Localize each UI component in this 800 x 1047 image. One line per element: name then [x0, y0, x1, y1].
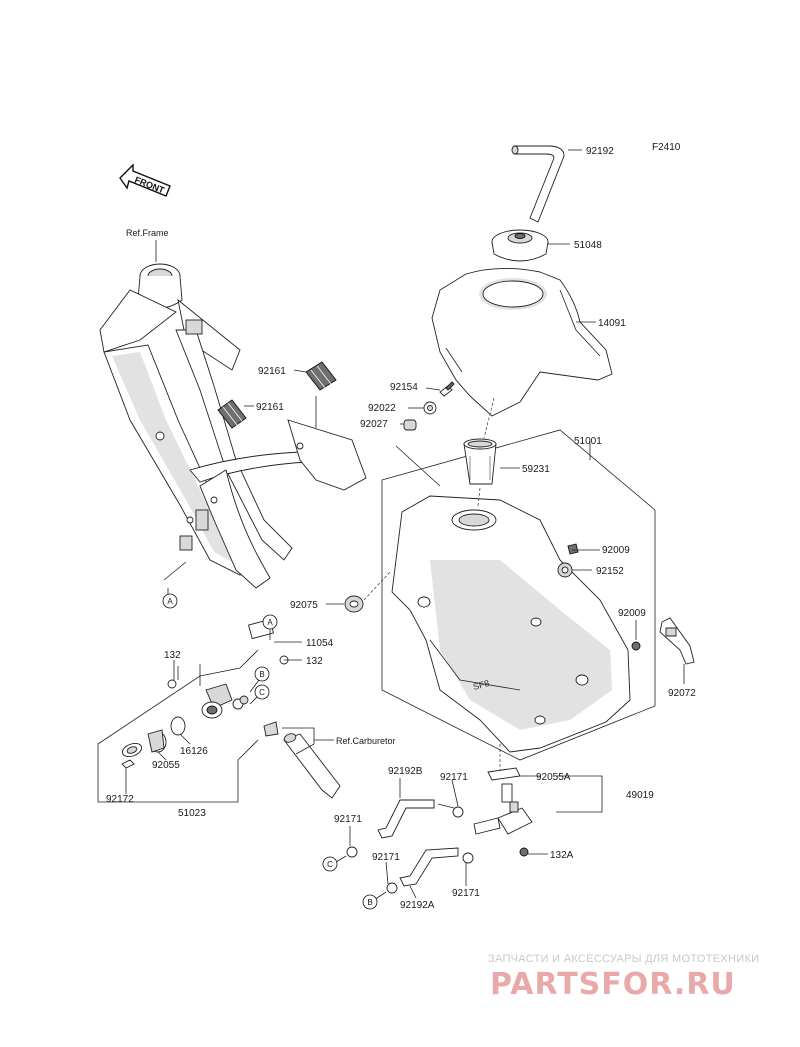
tank-strap-92072 [659, 617, 695, 665]
fuel-tank-51001: SF8 [391, 495, 631, 753]
svg-text:SF8: SF8 [472, 678, 491, 692]
callout-92022: 92022 [368, 403, 396, 414]
callout-92075: 92075 [290, 600, 318, 611]
connector-a-bottom: A [162, 593, 178, 609]
damper-92027 [403, 419, 417, 431]
callout-49019: 49019 [626, 790, 654, 801]
callout-51023: 51023 [178, 808, 206, 819]
connector-a-top: A [262, 614, 278, 630]
plate-92172 [121, 759, 135, 769]
callout-11054: 11054 [306, 638, 334, 649]
gasket-92172 [121, 742, 143, 758]
filler-cap-51048 [491, 229, 549, 262]
callout-92171-c: 92171 [372, 852, 400, 863]
clamp-92171-2 [346, 846, 358, 858]
clamp-92171-3 [386, 882, 398, 894]
bolt-92154 [439, 381, 455, 397]
bolt-92009-upper [567, 543, 600, 555]
watermark-tagline: ЗАПЧАСТИ И АКСЕССУАРЫ ДЛЯ МОТОТЕХНИКИ [488, 953, 759, 965]
connector-b-bottom: B [362, 894, 378, 910]
callout-92072: 92072 [668, 688, 696, 699]
svg-text:B: B [259, 670, 264, 679]
callout-92171-d: 92171 [452, 888, 480, 899]
connector-c-bottom: C [322, 856, 338, 872]
callout-92161-b: 92161 [256, 402, 284, 413]
callout-132-b: 132 [306, 656, 323, 667]
callout-132A: 132A [550, 850, 574, 861]
damper-92161-upper [305, 361, 337, 391]
callout-51001: 51001 [574, 436, 602, 447]
hose-92192B [377, 799, 435, 839]
fuel-filter-59231 [463, 438, 497, 485]
callout-92152: 92152 [596, 566, 624, 577]
callout-14091: 14091 [598, 318, 626, 329]
hose-92192A [399, 847, 459, 887]
callout-92055: 92055 [152, 760, 180, 771]
ref-frame-label: Ref.Frame [126, 228, 169, 238]
callout-51048: 51048 [574, 240, 602, 251]
callout-59231: 59231 [522, 464, 550, 475]
tank-shroud-14091 [431, 267, 613, 417]
ref-carburetor-label: Ref.Carburetor [336, 736, 396, 746]
svg-text:A: A [267, 618, 273, 627]
breather-hose-92192 [511, 145, 565, 223]
front-arrow-icon: FRONT [119, 163, 171, 197]
svg-text:C: C [259, 688, 265, 697]
svg-text:B: B [367, 898, 372, 907]
fuel-cock-49019 [473, 767, 533, 857]
callout-92027: 92027 [360, 419, 388, 430]
callout-92172: 92172 [106, 794, 134, 805]
callout-92192A: 92192A [400, 900, 435, 911]
callout-16126: 16126 [180, 746, 208, 757]
bolt-92009-lower [631, 641, 641, 651]
frame-illustration: Ref.Frame [99, 228, 367, 589]
watermark-site: PARTSFOR.RU [490, 967, 736, 1002]
callout-132-a: 132 [164, 650, 181, 661]
damper-92075 [344, 595, 364, 613]
svg-text:C: C [327, 860, 333, 869]
callout-92009-b: 92009 [618, 608, 646, 619]
callout-92192: 92192 [586, 146, 614, 157]
connector-c-top: C [254, 684, 270, 700]
callout-92009-a: 92009 [602, 545, 630, 556]
svg-text:A: A [167, 597, 173, 606]
collar-92022 [423, 401, 437, 415]
callout-92055A: 92055A [536, 772, 571, 783]
fuel-cock-51023 [167, 618, 289, 737]
oring-16126 [170, 716, 186, 736]
carburetor-hose [283, 733, 341, 799]
damper-92161-lower [217, 399, 247, 429]
grommet-92152 [557, 562, 573, 578]
clamp-92171-1 [452, 806, 464, 818]
cover-92055 [147, 729, 167, 753]
connector-b-top: B [254, 666, 270, 682]
callout-92161-a: 92161 [258, 366, 286, 377]
callout-92154: 92154 [390, 382, 418, 393]
clamp-92171-4 [462, 852, 474, 864]
callout-92171-b: 92171 [334, 814, 362, 825]
callout-92192B: 92192B [388, 766, 423, 777]
figure-code: F2410 [652, 142, 681, 153]
callout-92171-a: 92171 [440, 772, 468, 783]
